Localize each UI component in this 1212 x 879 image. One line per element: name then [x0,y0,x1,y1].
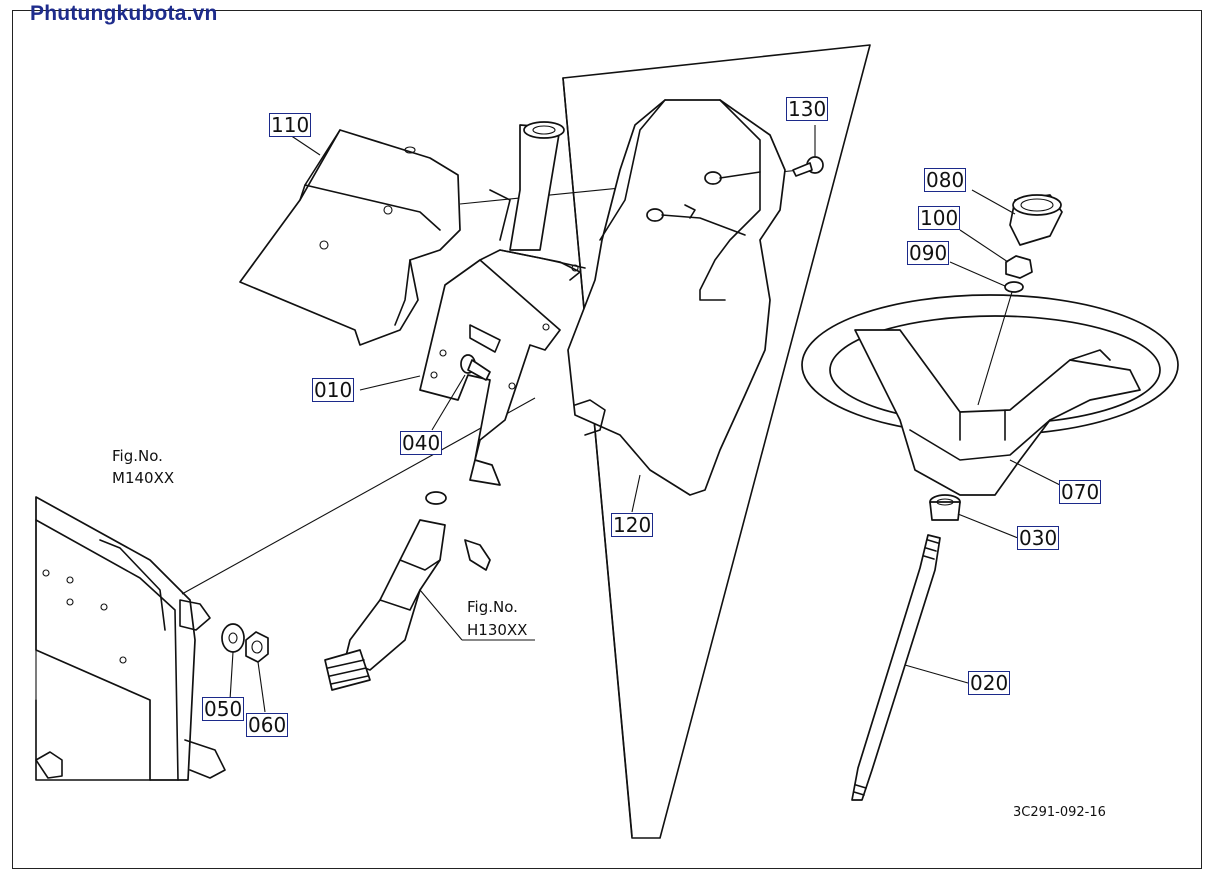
washer-090 [1004,281,1024,293]
collar-030 [929,494,961,521]
label-070[interactable]: 070 [1059,480,1102,504]
label-020[interactable]: 020 [968,671,1011,695]
label-090[interactable]: 090 [907,241,950,265]
drawing-frame [12,10,1202,869]
label-010[interactable]: 010 [312,378,355,402]
label-030[interactable]: 030 [1017,526,1060,550]
steering-wheel-070 [801,294,1179,496]
label-080[interactable]: 080 [924,168,967,192]
nut-100 [1005,255,1033,279]
washer-050 [221,623,245,653]
drawing-code: 3C291-092-16 [1013,805,1106,820]
fig-ref-m140-title: Fig.No. [112,447,163,465]
horn-button-080 [1009,194,1063,246]
fig-ref-h130-title: Fig.No. [467,598,518,616]
nut-060 [245,631,269,663]
label-100[interactable]: 100 [918,206,961,230]
label-110[interactable]: 110 [269,113,312,137]
column-cover-120 [567,99,786,496]
screw-130 [792,156,824,177]
universal-joint-h130 [324,491,491,691]
label-060[interactable]: 060 [246,713,289,737]
label-120[interactable]: 120 [611,513,654,537]
dashboard-panel [35,496,226,781]
upper-cover-110 [239,129,461,346]
label-040[interactable]: 040 [400,431,443,455]
label-050[interactable]: 050 [202,697,245,721]
steering-shaft-020 [851,534,941,801]
label-130[interactable]: 130 [786,97,829,121]
bolt-040 [460,354,491,381]
site-watermark: Phutungkubota.vn [30,2,218,25]
fig-ref-h130-number[interactable]: H130XX [467,621,528,639]
fig-ref-m140-number[interactable]: M140XX [112,469,175,487]
